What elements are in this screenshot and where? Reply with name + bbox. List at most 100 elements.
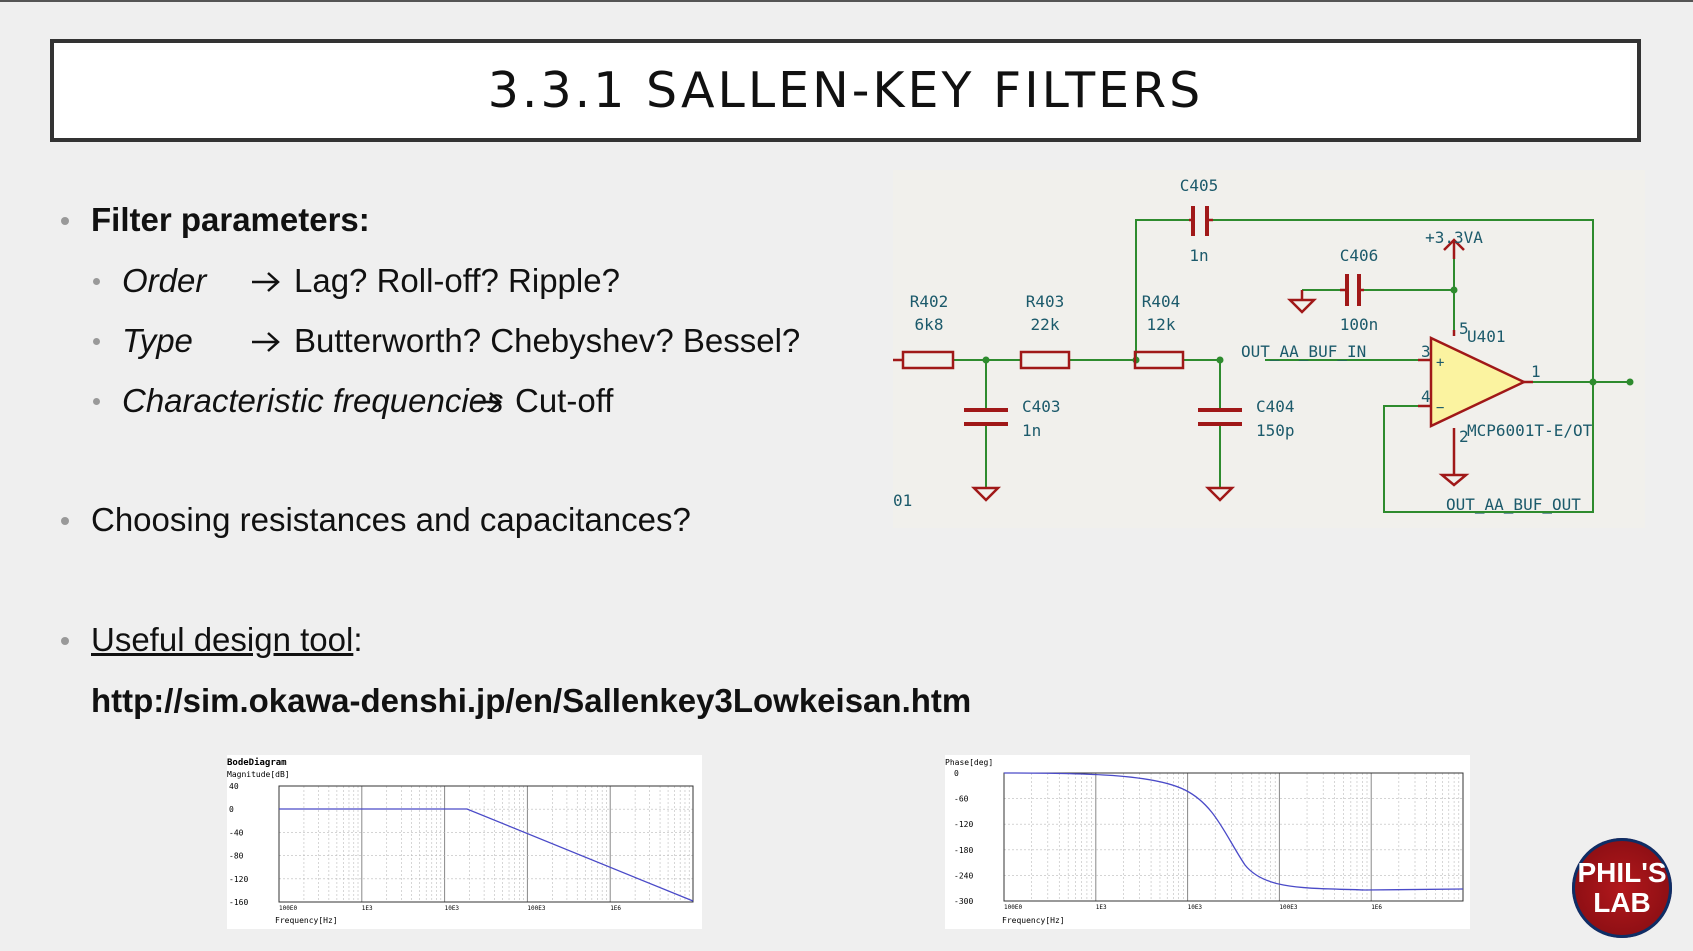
c403-val: 1n [1022, 421, 1041, 440]
bode-mag-frame [278, 785, 694, 903]
bullet-dot [61, 217, 69, 225]
bode-phase-plot: Phase[deg] Frequency[Hz] 0 -60 -120 -180 -24… [945, 758, 1464, 925]
x-tick-label: 10E3 [445, 905, 460, 912]
c405-ref: C405 [1180, 176, 1219, 195]
logo-line1: PHIL'S [1577, 857, 1667, 888]
r402-ref: R402 [910, 292, 949, 311]
filter-params-heading: Filter parameters: [91, 201, 370, 238]
bode-phase-panel: Phase[deg] Frequency[Hz] 0 -60 -120 -180 -24… [945, 755, 1470, 929]
bode-mag-title: BodeDiagram [227, 757, 287, 768]
useful-colon: : [353, 621, 363, 658]
y-tick-label: -160 [229, 898, 248, 907]
bullet-dot [93, 338, 100, 345]
y-tick-label: 0 [229, 805, 234, 814]
bullet-dot [61, 637, 69, 645]
arrow-right-icon [474, 392, 502, 412]
bullet-dot [61, 517, 69, 525]
r403-val: 22k [1031, 315, 1060, 334]
bode-phase-xticks: 100E0 1E3 10E3 100E3 1E6 [1004, 904, 1382, 911]
u401-ref: U401 [1467, 327, 1506, 346]
edge-label: 01 [893, 491, 912, 510]
bode-phase-ylabel: Phase[deg] [945, 758, 993, 767]
y-tick-label: -40 [229, 828, 244, 837]
bullet-dot [93, 278, 100, 285]
net-out-label: OUT_AA_BUF_OUT [1446, 495, 1581, 514]
y-tick-label: 40 [229, 782, 239, 791]
y-tick-label: -120 [229, 875, 248, 884]
schematic-parts [893, 206, 1533, 502]
bode-mag-yticks: 40 0 -40 -80 -120 -160 [229, 782, 248, 907]
c404-val: 150p [1256, 421, 1295, 440]
bode-phase-frame [1003, 772, 1464, 902]
freq-label: Characteristic frequencies [122, 382, 504, 419]
y-tick-label: -120 [954, 820, 973, 829]
bullet-dot [93, 398, 100, 405]
useful-label: Useful design tool [91, 621, 354, 658]
bode-mag-grid [278, 785, 693, 903]
y-tick-label: -80 [229, 852, 244, 861]
bode-phase-curve [1003, 772, 1464, 891]
bode-mag-ylabel: Magnitude[dB] [227, 770, 290, 779]
y-tick-label: -300 [954, 897, 973, 906]
y-tick-label: -240 [954, 871, 973, 880]
x-tick-label: 100E3 [527, 905, 545, 912]
phils-lab-logo: PHIL'S LAB [1572, 838, 1672, 938]
x-tick-label: 1E6 [610, 905, 621, 912]
c406-val: 100n [1340, 315, 1379, 334]
bode-mag-xlabel: Frequency[Hz] [275, 916, 338, 925]
slide-title: 3.3.1 SALLEN-KEY FILTERS [487, 62, 1204, 119]
r404-ref: R404 [1142, 292, 1181, 311]
y-tick-label: 0 [954, 769, 959, 778]
choosing-text: Choosing resistances and capacitances? [91, 501, 691, 538]
x-tick-label: 100E0 [1004, 904, 1022, 911]
top-border [0, 0, 1693, 2]
order-label: Order [122, 262, 207, 299]
u401-val: MCP6001T-E/OT [1467, 421, 1593, 440]
type-label: Type [122, 322, 193, 359]
type-text: Butterworth? Chebyshev? Bessel? [294, 322, 801, 359]
pin-4: 4 [1421, 387, 1431, 406]
r402-val: 6k8 [915, 315, 944, 334]
x-tick-label: 1E3 [362, 905, 373, 912]
c405-val: 1n [1189, 246, 1208, 265]
useful-heading: Useful design tool: [91, 621, 363, 659]
svg-text:−: − [1436, 400, 1444, 416]
c403-ref: C403 [1022, 397, 1061, 416]
x-tick-label: 1E6 [1371, 904, 1382, 911]
x-tick-label: 10E3 [1188, 904, 1203, 911]
design-tool-url[interactable]: http://sim.okawa-denshi.jp/en/Sallenkey3… [91, 682, 972, 719]
r404-val: 12k [1147, 315, 1176, 334]
y-tick-label: -60 [954, 795, 969, 804]
bode-magnitude-plot: BodeDiagram Magnitude[dB] Frequency[Hz] … [227, 757, 694, 925]
freq-text: Cut-off [515, 382, 614, 419]
x-tick-label: 100E0 [279, 905, 297, 912]
svg-text:+: + [1436, 355, 1444, 371]
bode-phase-grid [1003, 772, 1463, 902]
x-tick-label: 1E3 [1096, 904, 1107, 911]
bode-mag-xticks: 100E0 1E3 10E3 100E3 1E6 [279, 905, 621, 912]
order-text: Lag? Roll-off? Ripple? [294, 262, 620, 299]
logo-line2: LAB [1593, 887, 1651, 918]
c406-ref: C406 [1340, 246, 1379, 265]
opamp-signs: + − [1436, 355, 1444, 416]
title-box: 3.3.1 SALLEN-KEY FILTERS [50, 39, 1641, 142]
pin-3: 3 [1421, 342, 1431, 361]
r403-ref: R403 [1026, 292, 1065, 311]
pin-2: 2 [1459, 427, 1469, 446]
net-in-label: OUT_AA_BUF_IN [1241, 342, 1366, 361]
schematic-wires [893, 219, 1630, 513]
pin-1: 1 [1531, 362, 1541, 381]
sallen-key-schematic: C405 1n C406 100n R402 6k8 R403 22k R404… [893, 170, 1645, 528]
schematic-labels: C405 1n C406 100n R402 6k8 R403 22k R404… [893, 176, 1593, 514]
c404-ref: C404 [1256, 397, 1295, 416]
pin-5: 5 [1459, 319, 1469, 338]
bode-magnitude-panel: BodeDiagram Magnitude[dB] Frequency[Hz] … [227, 755, 702, 929]
bode-phase-xlabel: Frequency[Hz] [1002, 916, 1065, 925]
arrow-right-icon [252, 332, 280, 352]
x-tick-label: 100E3 [1279, 904, 1297, 911]
bode-mag-curve [279, 808, 694, 902]
y-tick-label: -180 [954, 846, 973, 855]
bode-phase-yticks: 0 -60 -120 -180 -240 -300 [954, 769, 973, 906]
power-label: +3.3VA [1425, 228, 1483, 247]
arrow-right-icon [252, 272, 280, 292]
